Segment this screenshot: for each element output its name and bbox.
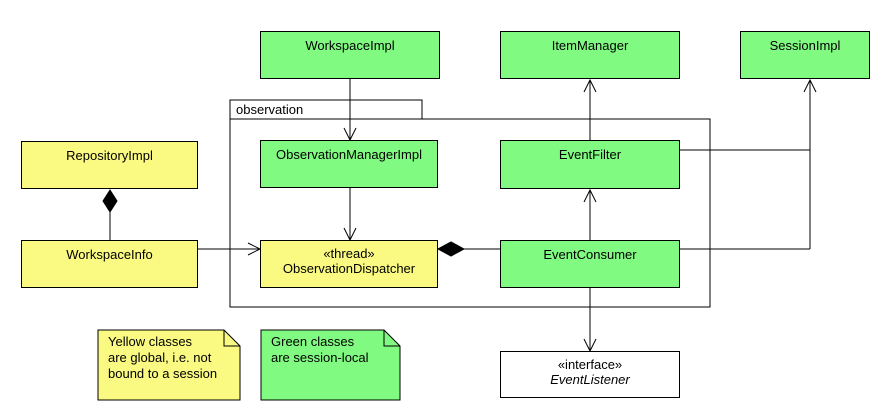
open-arrowhead-icon bbox=[583, 188, 597, 203]
package-observation-frame bbox=[229, 99, 711, 308]
note-green-text: Green classes are session-local bbox=[271, 334, 393, 366]
class-name-label: RepositoryImpl bbox=[66, 148, 153, 163]
class-observationdispatcher: «thread» ObservationDispatcher bbox=[260, 240, 438, 288]
note-line: Yellow classes bbox=[108, 334, 193, 349]
interface-eventlistener: «interface» EventListener bbox=[500, 351, 680, 398]
class-repositoryimpl: RepositoryImpl bbox=[21, 141, 198, 189]
class-name-label: EventListener bbox=[550, 372, 630, 387]
note-line: are global, i.e. not bbox=[108, 350, 212, 365]
composition-diamond-icon bbox=[436, 241, 466, 257]
class-workspaceimpl: WorkspaceImpl bbox=[260, 31, 440, 79]
class-name-label: ItemManager bbox=[551, 38, 629, 53]
stereotype-label: «interface» bbox=[557, 357, 623, 372]
note-line: Green classes bbox=[271, 334, 355, 349]
class-eventfilter: EventFilter bbox=[500, 140, 680, 189]
note-line: are session-local bbox=[271, 350, 369, 365]
package-label: observation bbox=[236, 102, 304, 117]
association-observationmanagerimpl-to-observationdispatcher bbox=[343, 188, 357, 242]
class-name-label: EventFilter bbox=[558, 147, 622, 162]
note-fold-icon bbox=[223, 330, 240, 347]
note-line: bound to a session bbox=[108, 366, 218, 381]
class-eventconsumer: EventConsumer bbox=[500, 240, 680, 288]
note-yellow-text: Yellow classes are global, i.e. not boun… bbox=[108, 334, 233, 382]
class-name-label: SessionImpl bbox=[769, 38, 841, 53]
association-eventconsumer-to-eventfilter bbox=[583, 188, 597, 240]
stereotype-label: «thread» bbox=[323, 246, 375, 261]
composition-observationdispatcher-eventconsumer bbox=[436, 241, 500, 257]
package-body bbox=[229, 118, 711, 308]
class-name-label: WorkspaceInfo bbox=[66, 247, 153, 262]
class-name-label: WorkspaceImpl bbox=[305, 38, 395, 53]
class-workspaceinfo: WorkspaceInfo bbox=[21, 240, 198, 288]
open-arrowhead-icon bbox=[803, 78, 817, 93]
composition-diamond-icon bbox=[102, 189, 118, 213]
class-itemmanager: ItemManager bbox=[500, 31, 680, 79]
note-fold-icon bbox=[383, 330, 400, 347]
class-name-label: ObservationManagerImpl bbox=[276, 147, 422, 162]
class-name-label: EventConsumer bbox=[543, 247, 637, 262]
class-sessionimpl: SessionImpl bbox=[740, 31, 870, 79]
composition-repositoryimpl-workspaceinfo bbox=[102, 189, 118, 240]
association-eventfilter-eventconsumer-to-sessionimpl bbox=[680, 78, 817, 250]
note-green-shape bbox=[260, 329, 401, 401]
class-observationmanagerimpl: ObservationManagerImpl bbox=[260, 140, 438, 188]
association-workspaceinfo-to-observationdispatcher bbox=[198, 242, 262, 256]
note-yellow-shape bbox=[97, 329, 241, 401]
association-eventconsumer-to-eventlistener bbox=[583, 288, 597, 353]
association-eventfilter-to-itemmanager bbox=[583, 78, 597, 140]
class-name-label: ObservationDispatcher bbox=[282, 261, 416, 276]
open-arrowhead-icon bbox=[583, 78, 597, 93]
